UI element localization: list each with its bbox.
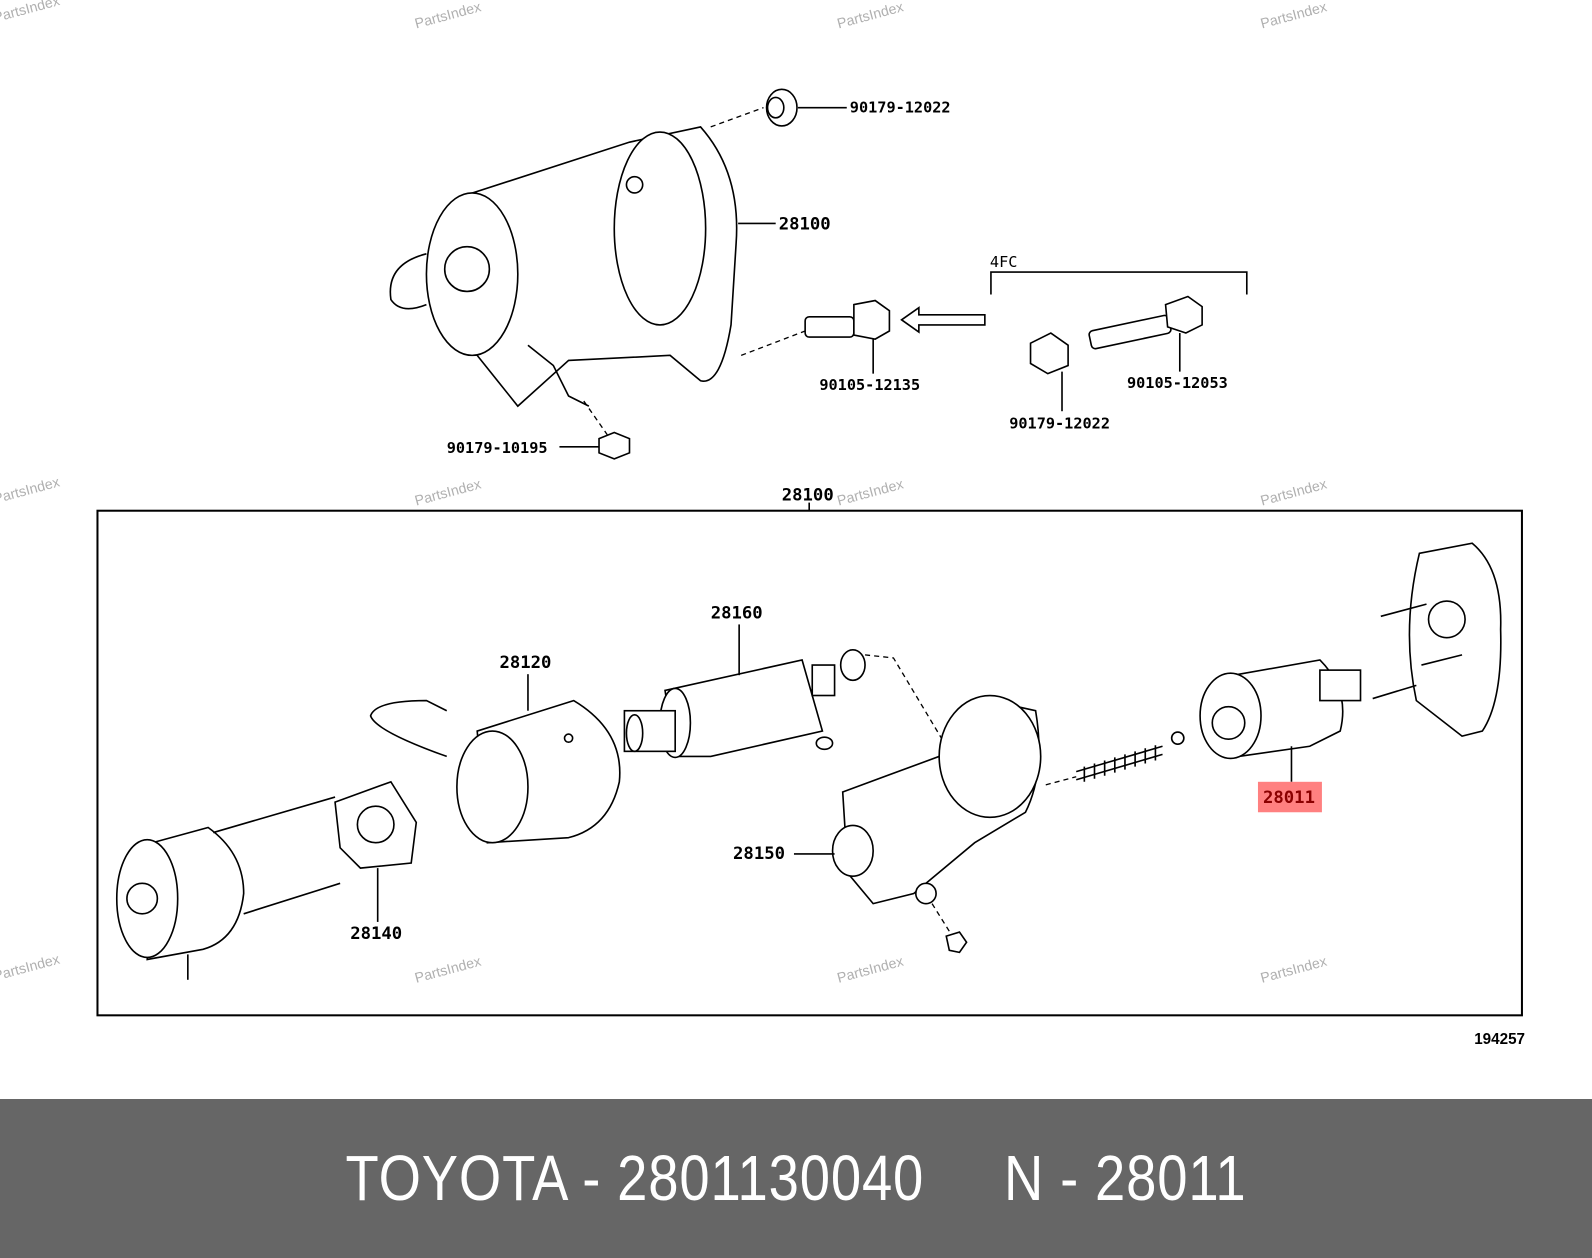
starter-assembly-drawing xyxy=(389,126,738,408)
footer-bar: TOYOTA - 2801130040 N - 28011 xyxy=(0,1099,1592,1258)
callout-90179-12022-4fc[interactable]: 90179-12022 xyxy=(1009,414,1110,432)
callout-28140[interactable]: 28140 xyxy=(350,924,402,944)
watermark: PartsIndex xyxy=(0,474,62,507)
washer-and-spring xyxy=(815,649,1185,786)
watermark: PartsIndex xyxy=(413,476,483,509)
brush-holder-drawing xyxy=(334,780,418,922)
callout-28011-highlighted[interactable]: 28011 xyxy=(1257,781,1322,813)
exploded-view-frame xyxy=(96,509,1523,1017)
callout-90105-12135[interactable]: 90105-12135 xyxy=(819,376,920,394)
callout-28100-frame[interactable]: 28100 xyxy=(782,486,834,506)
nut-top xyxy=(710,88,847,128)
callout-28120[interactable]: 28120 xyxy=(500,653,552,673)
watermark: PartsIndex xyxy=(1259,0,1329,32)
housing-drawing xyxy=(1372,542,1502,737)
magnetic-switch-drawing xyxy=(793,694,1042,954)
callout-90179-10195[interactable]: 90179-10195 xyxy=(447,439,548,457)
bolt-90105-12135 xyxy=(740,299,986,374)
nut-terminal xyxy=(559,400,631,460)
watermark: PartsIndex xyxy=(413,0,483,32)
watermark: PartsIndex xyxy=(836,476,906,509)
watermark: PartsIndex xyxy=(0,0,62,26)
watermark: PartsIndex xyxy=(1259,476,1329,509)
armature-drawing xyxy=(623,624,836,759)
callout-28100-top[interactable]: 28100 xyxy=(779,214,831,234)
watermark: PartsIndex xyxy=(836,954,906,987)
watermark: PartsIndex xyxy=(0,952,62,985)
watermark: PartsIndex xyxy=(1259,954,1329,987)
callout-4fc: 4FC xyxy=(990,253,1018,271)
callout-28011[interactable]: 28011 xyxy=(1263,788,1315,808)
part-title: TOYOTA - 2801130040 N - 28011 xyxy=(345,1142,1247,1214)
callout-90179-12022[interactable]: 90179-12022 xyxy=(850,99,951,117)
watermark: PartsIndex xyxy=(413,954,483,987)
watermark: PartsIndex xyxy=(836,0,906,32)
variant-4fc-group xyxy=(990,271,1248,412)
highlight-box xyxy=(1257,781,1322,813)
end-frame-drawing xyxy=(115,796,341,980)
yoke-drawing xyxy=(369,674,621,844)
callout-90105-12053[interactable]: 90105-12053 xyxy=(1127,374,1228,392)
callout-28150[interactable]: 28150 xyxy=(733,844,785,864)
clutch-drawing xyxy=(1199,659,1362,782)
diagram-id: 194257 xyxy=(1474,1031,1525,1048)
callout-28160[interactable]: 28160 xyxy=(711,603,763,623)
